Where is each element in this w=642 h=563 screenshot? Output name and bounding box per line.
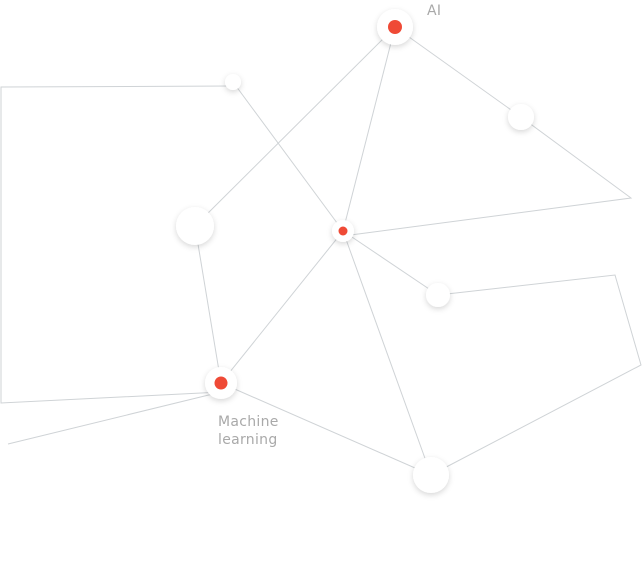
edge-ai-to-right-upper bbox=[394, 26, 522, 118]
node-center-hub-dot bbox=[338, 226, 348, 236]
edge-ai-to-left-mid bbox=[194, 26, 396, 227]
node-machine-learning bbox=[205, 367, 237, 399]
edge-hub-to-ml bbox=[220, 230, 344, 384]
node-bottom bbox=[413, 457, 449, 493]
node-right-upper bbox=[508, 104, 534, 130]
node-ai-dot bbox=[388, 20, 402, 34]
node-machine-learning-dot bbox=[214, 376, 228, 390]
node-top-small bbox=[225, 74, 241, 90]
nodes-group bbox=[176, 9, 534, 493]
edge-ml-to-left-offscreen bbox=[7, 391, 222, 445]
label-machine-learning: Machine learning bbox=[218, 414, 279, 448]
node-center-hub bbox=[332, 220, 354, 242]
edge-top-small-to-hub bbox=[232, 81, 344, 232]
node-right-mid bbox=[426, 283, 450, 307]
node-left-mid bbox=[176, 207, 214, 245]
edge-ml-to-bottom bbox=[220, 382, 432, 476]
edge-ai-to-hub bbox=[342, 26, 396, 232]
edge-left-mid-to-ml bbox=[194, 225, 222, 384]
node-ai bbox=[377, 9, 413, 45]
edge-right-mid-to-bottom bbox=[430, 274, 642, 476]
edge-hub-to-bottom bbox=[342, 230, 432, 476]
edge-hub-to-right-mid bbox=[342, 230, 439, 296]
edges-group bbox=[0, 26, 642, 476]
edge-left-bracket bbox=[0, 85, 234, 404]
edge-right-upper-to-hub bbox=[342, 116, 633, 237]
label-ai: AI bbox=[427, 3, 442, 19]
